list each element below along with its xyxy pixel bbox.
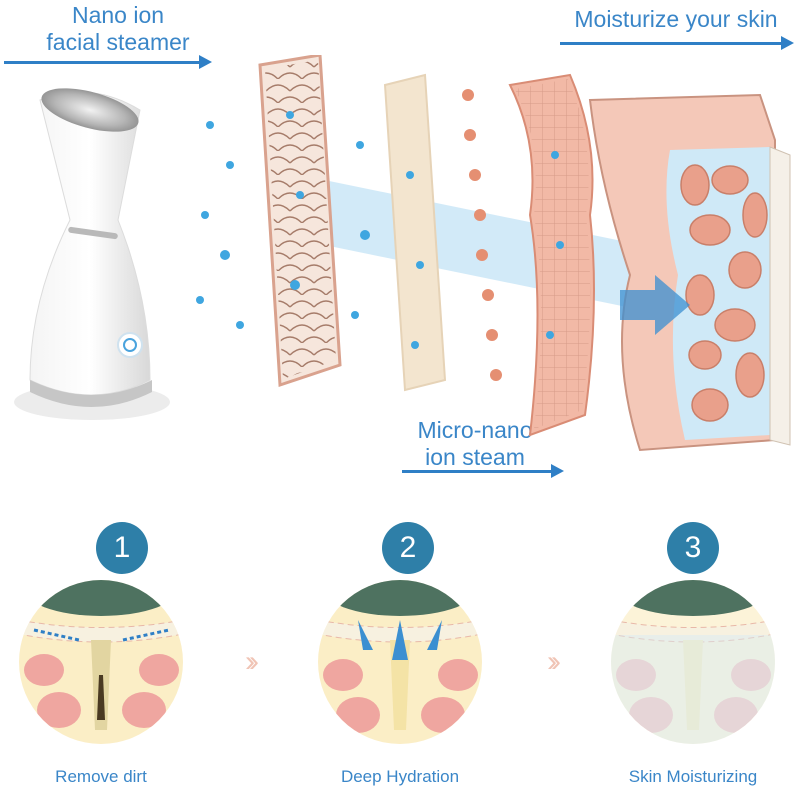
step-1-badge: 1 [96, 522, 148, 574]
steamer-arrow-line [4, 61, 200, 64]
step-1-illustration [19, 580, 183, 744]
skin-layers-illustration [196, 55, 791, 452]
steam-arrow-head [551, 464, 564, 478]
steam-label-line2: ion steam [425, 444, 525, 470]
steamer-label-line1: Nano ion [71, 2, 165, 28]
step-1-label: Remove dirt [55, 767, 147, 786]
step-3-illustration [611, 580, 775, 744]
step-2-badge: 2 [382, 522, 434, 574]
step-2-label: Deep Hydration [340, 767, 460, 786]
facial-steamer-illustration [14, 88, 170, 420]
moisturize-label: Moisturize your skin [574, 6, 778, 32]
chevron-right-icon: ›› [245, 645, 259, 678]
steam-label: Micro-nano ion steam [395, 417, 555, 471]
steamer-label: Nano ion facial steamer [18, 2, 218, 56]
moisturize-arrow-line [560, 42, 782, 45]
steamer-label-line2: facial steamer [46, 29, 190, 55]
moisturize-arrow-head [781, 36, 794, 50]
step-3-label: Skin Moisturizing [628, 767, 758, 786]
steam-label-line1: Micro-nano [417, 417, 533, 443]
step-3-badge: 3 [667, 522, 719, 574]
steam-arrow-line [402, 470, 552, 473]
chevron-right-icon: ›› [547, 645, 561, 678]
steamer-arrow-head [199, 55, 212, 69]
step-2-illustration [318, 580, 482, 744]
